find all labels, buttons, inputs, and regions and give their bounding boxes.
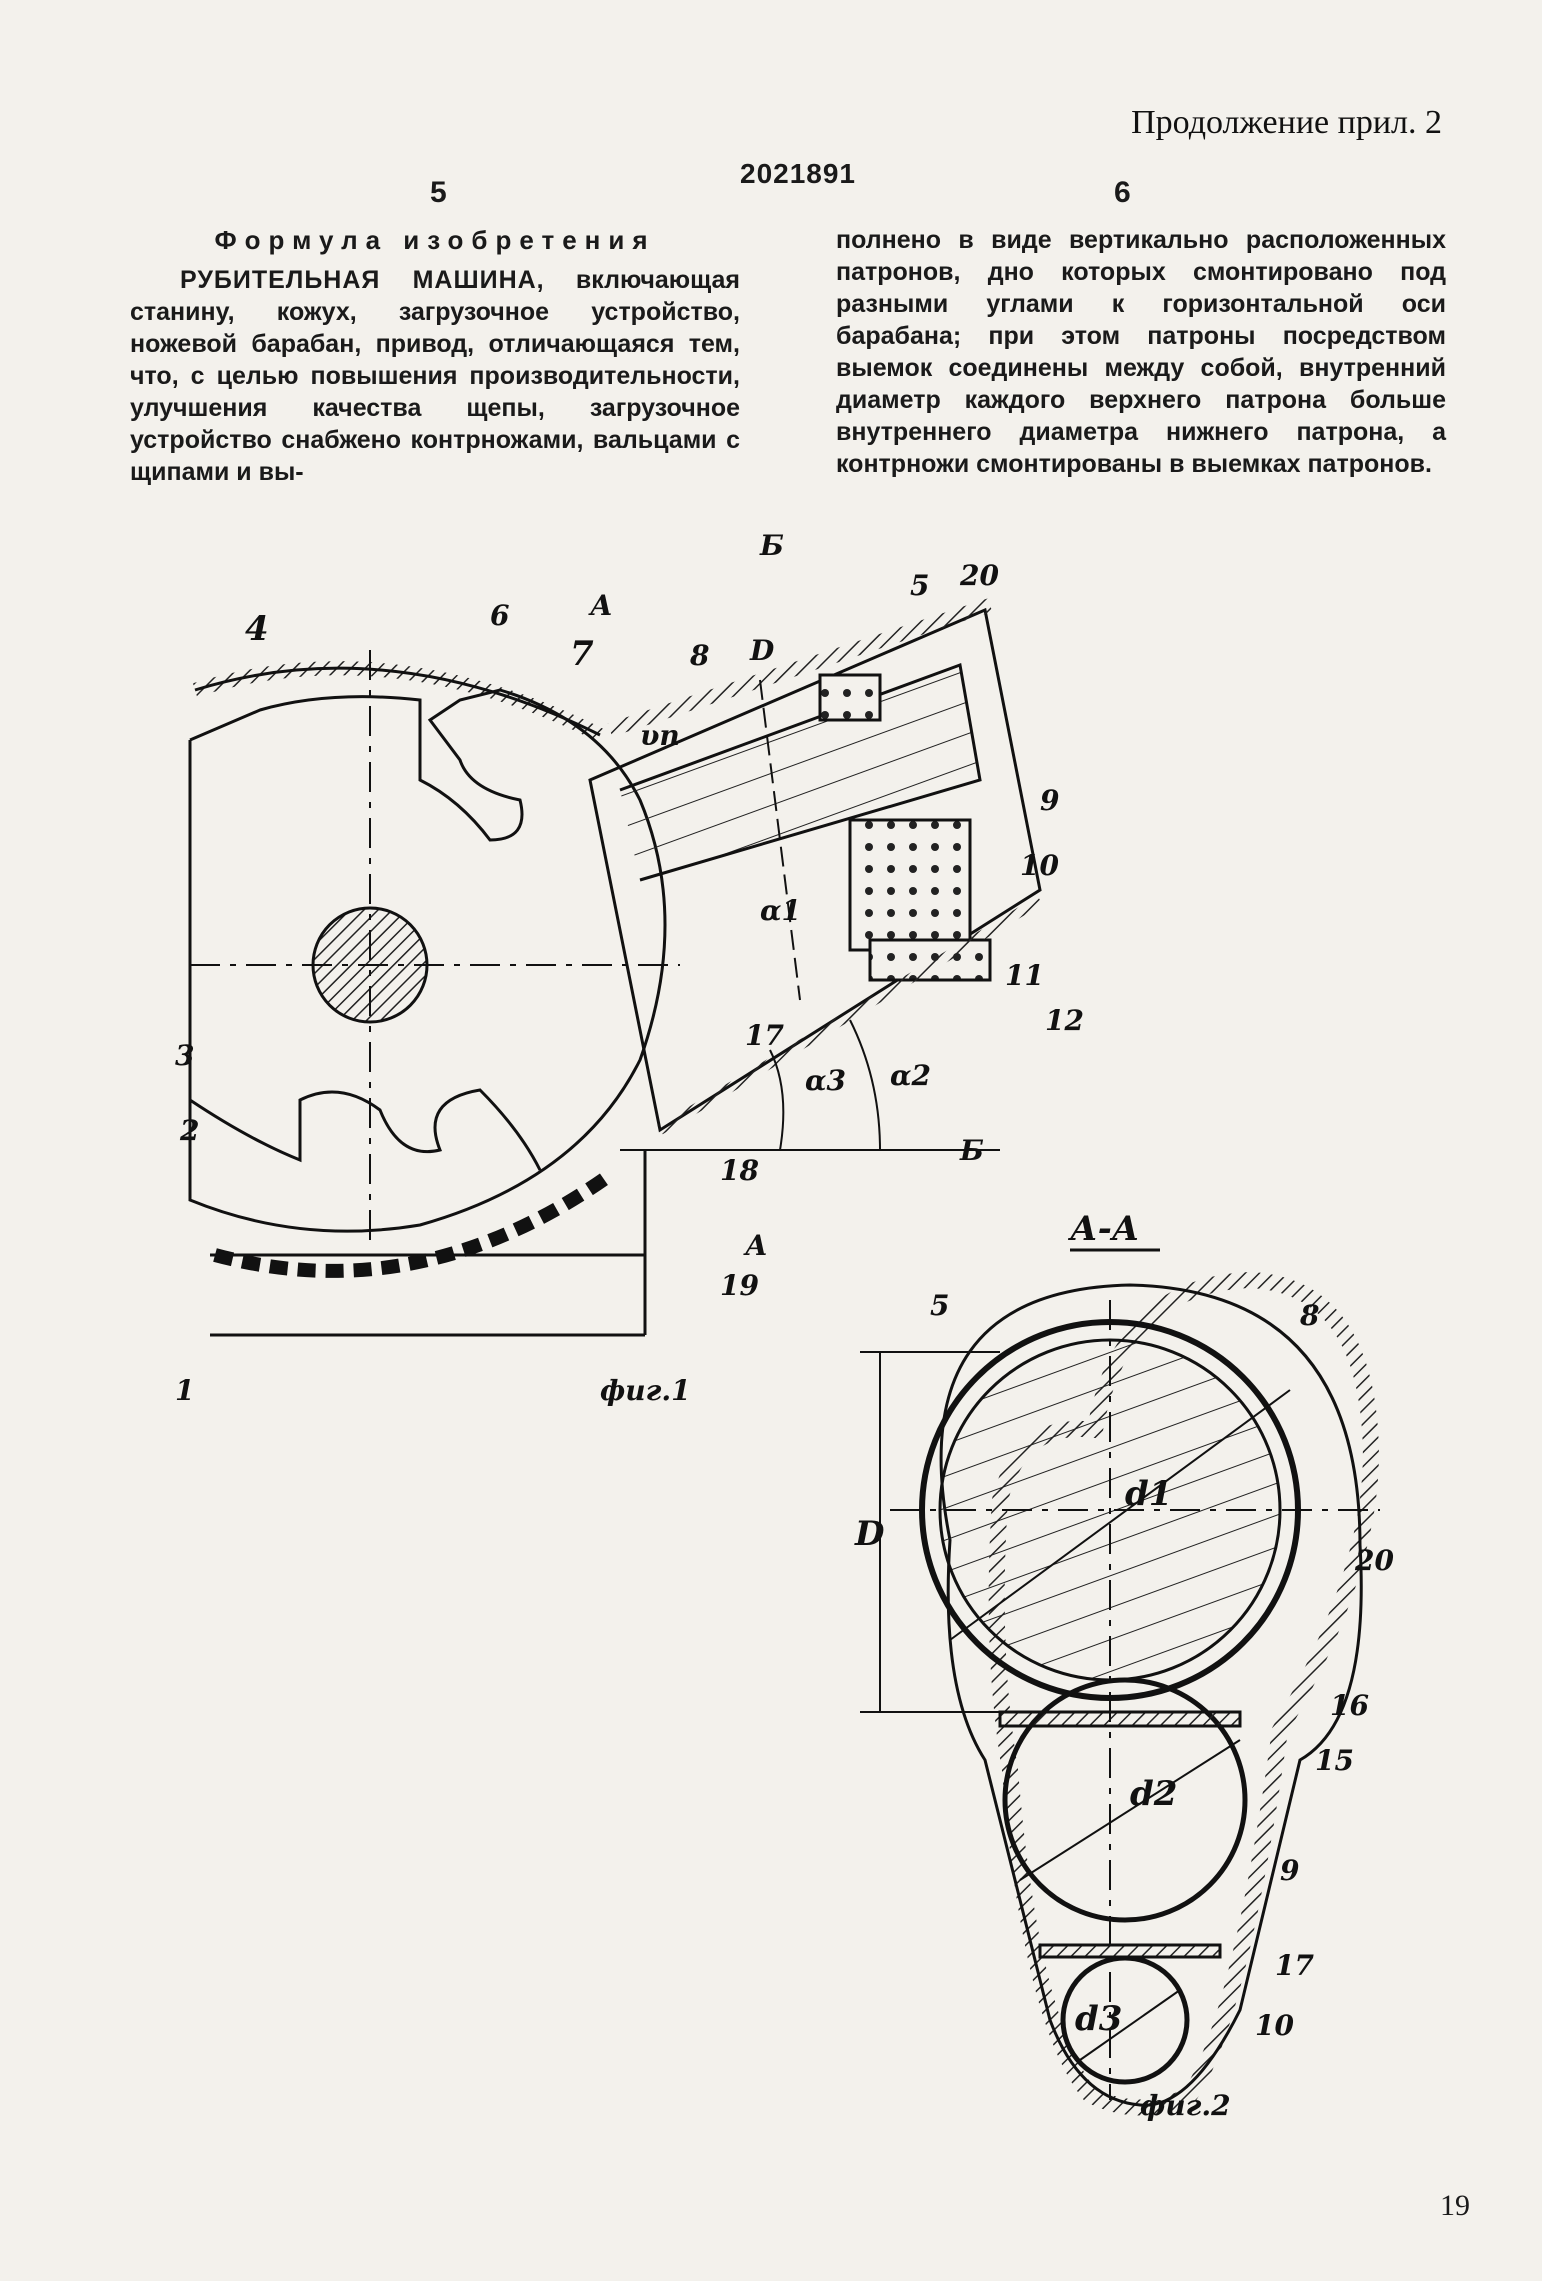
- label-1: 1: [175, 1374, 194, 1407]
- upper-roller: [619, 662, 982, 882]
- section-mark-B-top: Б: [759, 529, 784, 562]
- label-20: 20: [959, 559, 999, 592]
- label-velocity: υп: [640, 719, 680, 752]
- claims-title: Формула изобретения: [214, 225, 656, 255]
- outer-shell: [988, 1271, 1379, 2116]
- knife-drum: [188, 688, 667, 1233]
- counter-knife-upper: [998, 1710, 1242, 1728]
- label-11: 11: [1005, 959, 1044, 992]
- casing-outline: [194, 666, 601, 737]
- fig2-caption: фиг.2: [1140, 2089, 1231, 2122]
- fig2-label-5: 5: [930, 1289, 949, 1322]
- angle-arc: [769, 1049, 785, 1151]
- label-17: 17: [745, 1019, 784, 1052]
- label-2: 2: [179, 1114, 199, 1147]
- section-mark-A-top: А: [588, 589, 613, 622]
- label-alpha3: α3: [805, 1064, 846, 1097]
- casing: [192, 661, 604, 742]
- claims-column-right: полнено в виде вертикально расположенных…: [836, 224, 1446, 480]
- fig2-label-15: 15: [1315, 1744, 1354, 1777]
- figure-1: 4 1 2 3 6 7 8 D 5 20 9 10 11 12 17 18 19…: [175, 529, 1084, 1407]
- label-5: 5: [910, 569, 929, 602]
- column-number-right: 6: [1114, 176, 1131, 209]
- label-d2: d2: [1130, 1774, 1177, 1814]
- lower-grate: [213, 1169, 615, 1278]
- label-6: 6: [490, 599, 509, 632]
- fig2-label-20: 20: [1354, 1544, 1394, 1577]
- figure-2: А-А D d1: [854, 1209, 1394, 2122]
- label-4: 4: [245, 609, 269, 649]
- fig2-label-16: 16: [1330, 1689, 1369, 1722]
- claims-column-left: Формула изобретения РУБИТЕЛЬНАЯ МАШИНА, …: [130, 224, 740, 488]
- label-18: 18: [720, 1154, 759, 1187]
- continuation-note: Продолжение прил. 2: [1131, 104, 1442, 141]
- label-3: 3: [175, 1039, 194, 1072]
- top-roller: [818, 673, 882, 722]
- chute-bottom: [657, 895, 1043, 1135]
- fig2-label-9: 9: [1280, 1854, 1299, 1887]
- fig2-label-8: 8: [1299, 1299, 1319, 1332]
- fig1-caption: фиг.1: [600, 1374, 691, 1407]
- diameter-d2: [1019, 1739, 1241, 1881]
- patent-number: 2021891: [740, 158, 857, 189]
- feed-chute: [588, 607, 1042, 1133]
- label-D-fig2: D: [854, 1514, 885, 1554]
- angle-arc: [849, 1019, 881, 1151]
- column-number-left: 5: [430, 176, 447, 209]
- label-d3: d3: [1075, 1999, 1122, 2039]
- claims-text-left: РУБИТЕЛЬНАЯ МАШИНА, включающая станину, …: [130, 264, 740, 488]
- label-alpha2: α2: [890, 1059, 931, 1092]
- label-19: 19: [720, 1269, 759, 1302]
- section-title-AA: А-А: [1067, 1209, 1140, 1249]
- counter-knife-lower: [1038, 1943, 1222, 1959]
- label-12: 12: [1045, 1004, 1084, 1037]
- label-7: 7: [570, 634, 594, 674]
- spiked-roller: [848, 818, 972, 952]
- fig2-label-17: 17: [1275, 1949, 1314, 1982]
- label-10: 10: [1020, 849, 1059, 882]
- fig2-label-10: 10: [1255, 2009, 1294, 2042]
- diameter-d3: [1079, 1989, 1181, 2061]
- claims-lead: РУБИТЕЛЬНАЯ МАШИНА,: [180, 266, 545, 294]
- section-mark-A-bottom: А: [743, 1229, 768, 1262]
- claims-body-right: полнено в виде вертикально расположенных…: [836, 226, 1446, 478]
- section-mark-B-bottom: Б: [959, 1134, 984, 1167]
- page-number: 19: [1440, 2189, 1470, 2222]
- label-d1: d1: [1125, 1474, 1172, 1514]
- dimension-line: [759, 679, 801, 1001]
- drum-cutout: [189, 1088, 542, 1171]
- claims-body-left: включающая станину, кожух, загрузочное у…: [130, 266, 741, 486]
- label-9: 9: [1040, 784, 1059, 817]
- label-alpha1: α1: [760, 894, 801, 927]
- outer-shell-outline: [939, 1283, 1363, 2107]
- label-D-fig1: D: [749, 634, 775, 667]
- label-8: 8: [689, 639, 709, 672]
- chute-wall: [607, 598, 993, 737]
- middle-cartridge: [1002, 1677, 1248, 1923]
- diameter-d1: [949, 1389, 1291, 1641]
